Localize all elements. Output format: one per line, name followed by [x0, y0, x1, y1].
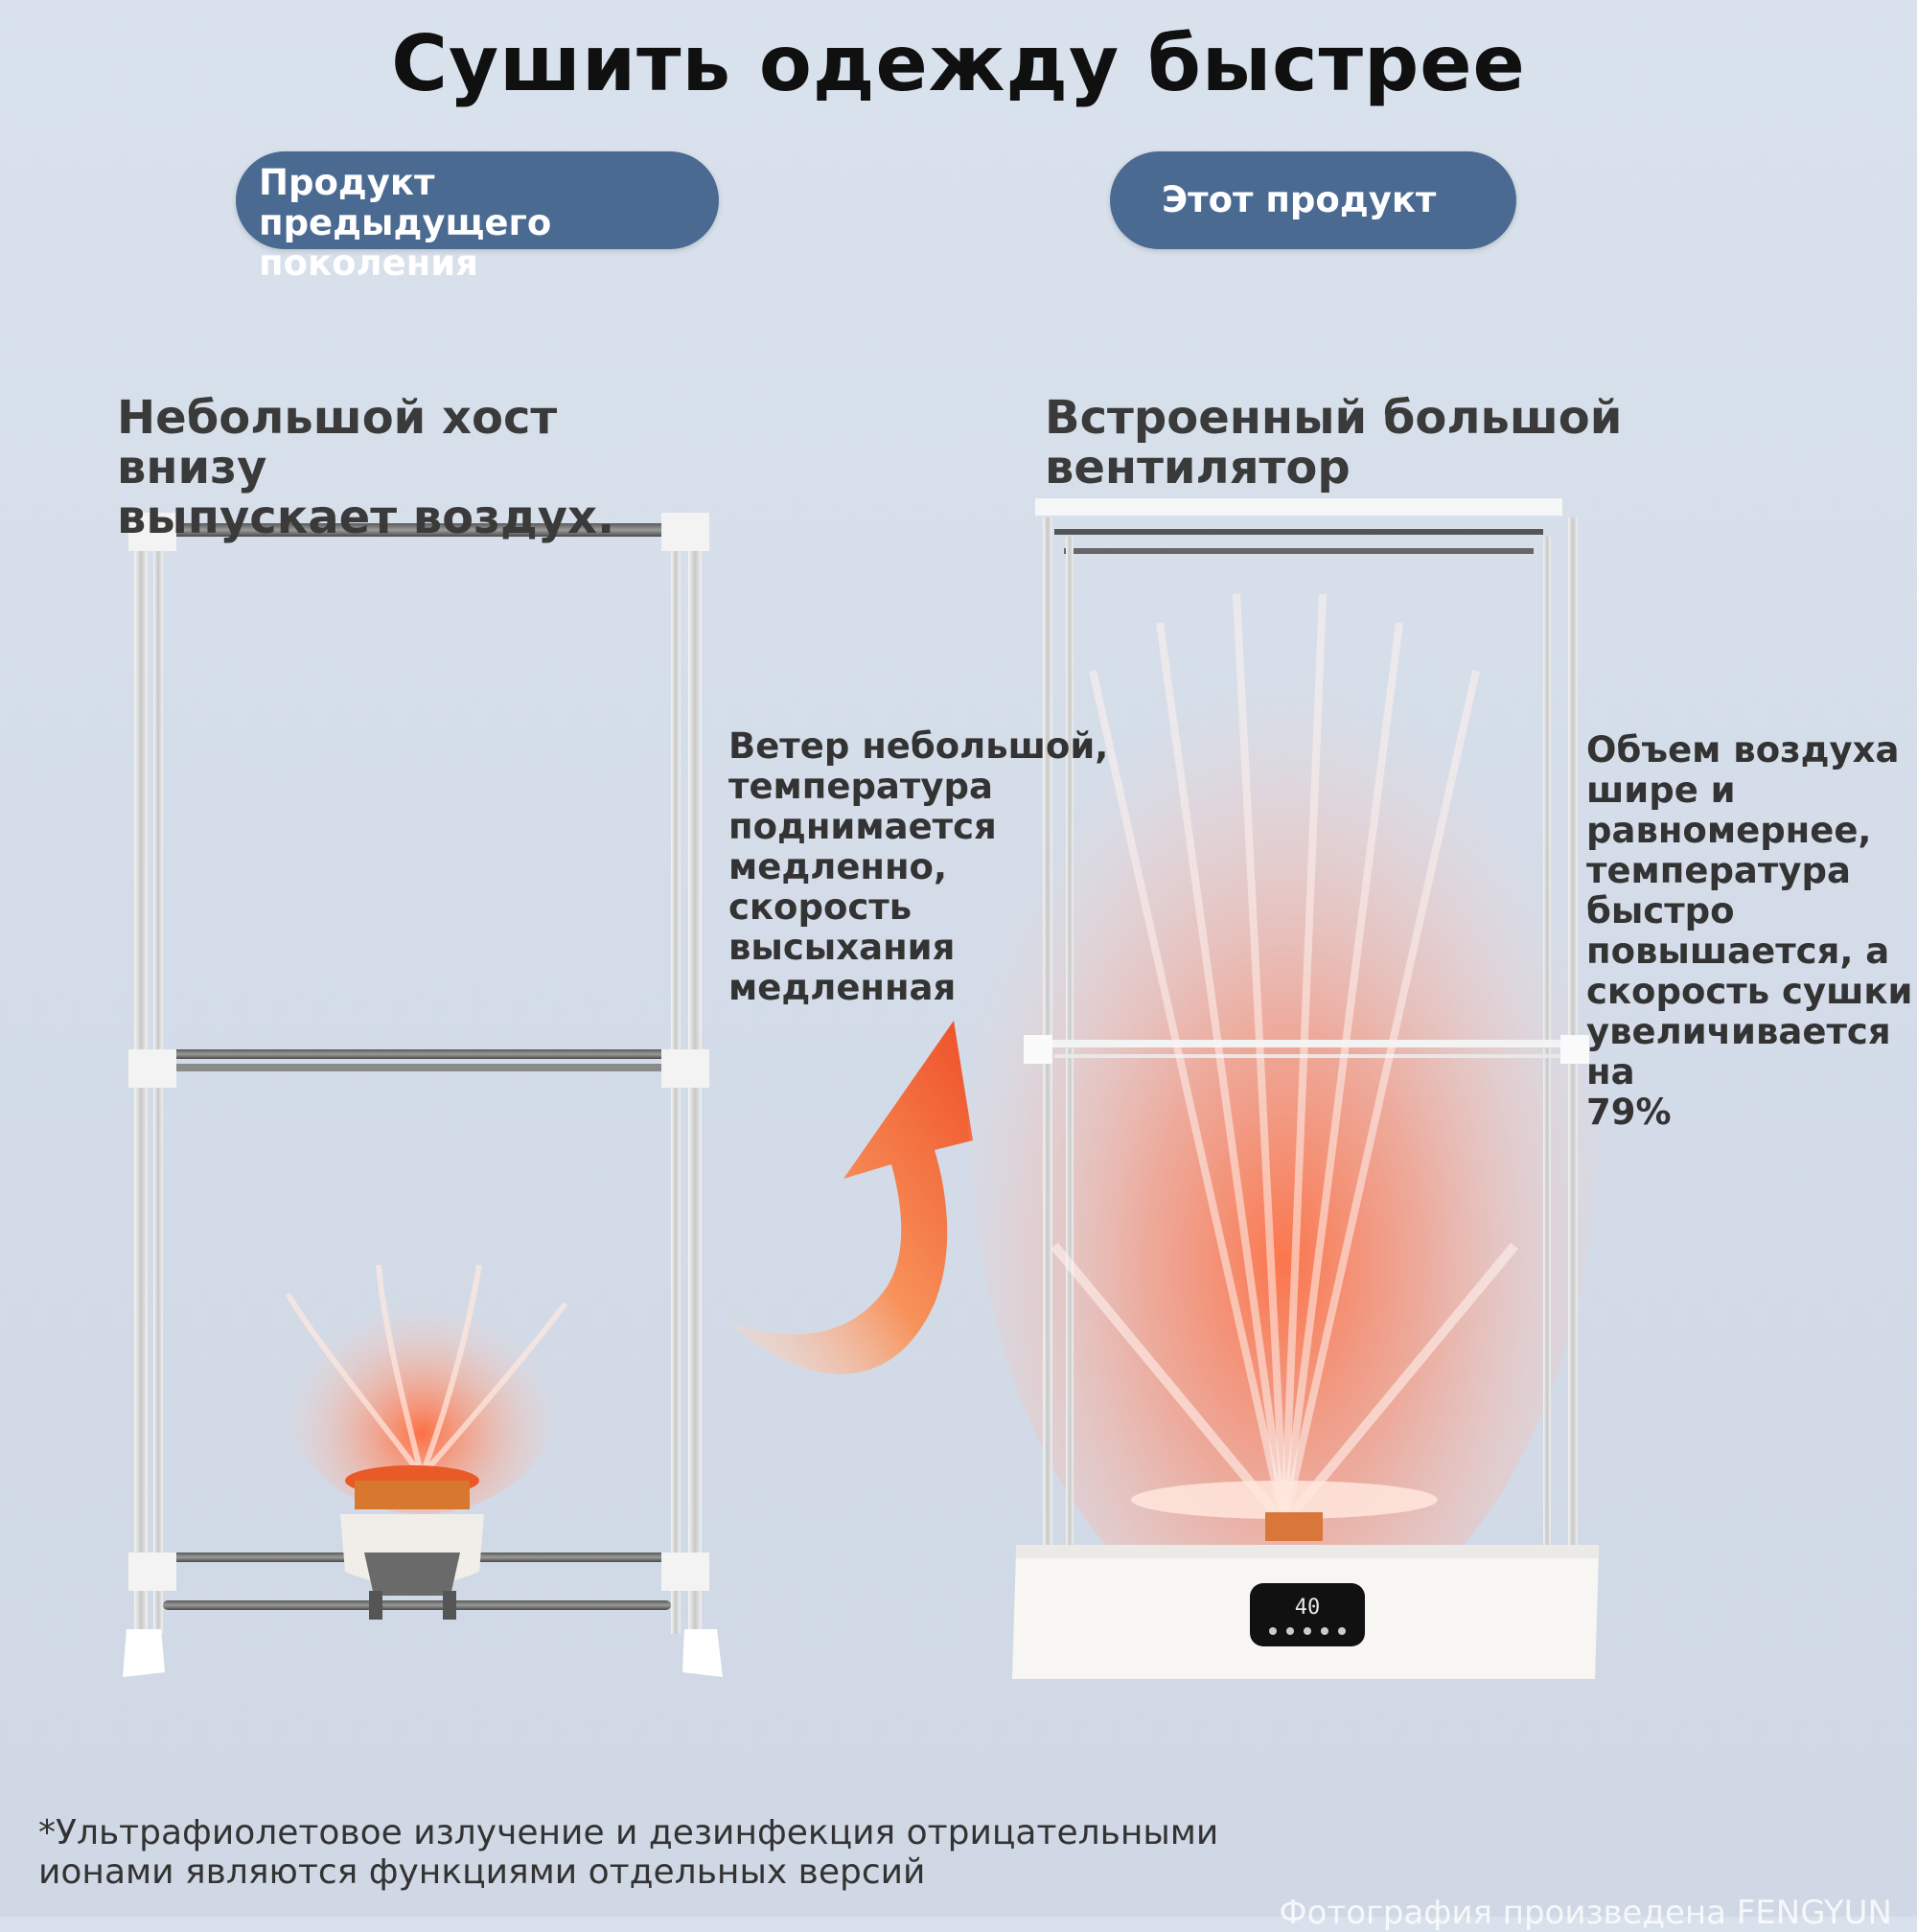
- page-title: Сушить одежду быстрее: [391, 19, 1526, 108]
- dryer-base-unit: 40: [1012, 1512, 1599, 1679]
- footnote: *Ультрафиолетовое излучение и дезинфекци…: [38, 1813, 1219, 1892]
- left-description: Ветер небольшой, температура поднимается…: [728, 725, 1109, 1008]
- control-display: [1250, 1583, 1365, 1646]
- large-airflow-beams: [1051, 593, 1518, 1528]
- control-button-5[interactable]: [1338, 1627, 1346, 1635]
- watermark: Фотография произведена FENGYUN: [1279, 1894, 1892, 1932]
- badge-this-product: Этот продукт: [1110, 151, 1516, 249]
- improvement-arrow: [728, 1021, 973, 1374]
- left-heading: Небольшой хост внизу выпускает воздух.: [117, 391, 615, 544]
- right-description: Объем воздуха шире и равномернее, темпер…: [1586, 729, 1913, 1133]
- display-value: 40: [1295, 1596, 1321, 1620]
- control-button-1[interactable]: [1269, 1627, 1277, 1635]
- small-airflow-plume: [278, 1246, 568, 1514]
- small-heater-unit: [340, 1465, 484, 1620]
- control-button-4[interactable]: [1321, 1627, 1328, 1635]
- badge-previous-generation: Продукт предыдущего поколения: [236, 151, 719, 284]
- control-button-3[interactable]: [1304, 1627, 1311, 1635]
- right-heading: Встроенный большой вентилятор: [1045, 391, 1623, 494]
- control-button-2[interactable]: [1286, 1627, 1294, 1635]
- previous-generation-rack: [123, 513, 723, 1677]
